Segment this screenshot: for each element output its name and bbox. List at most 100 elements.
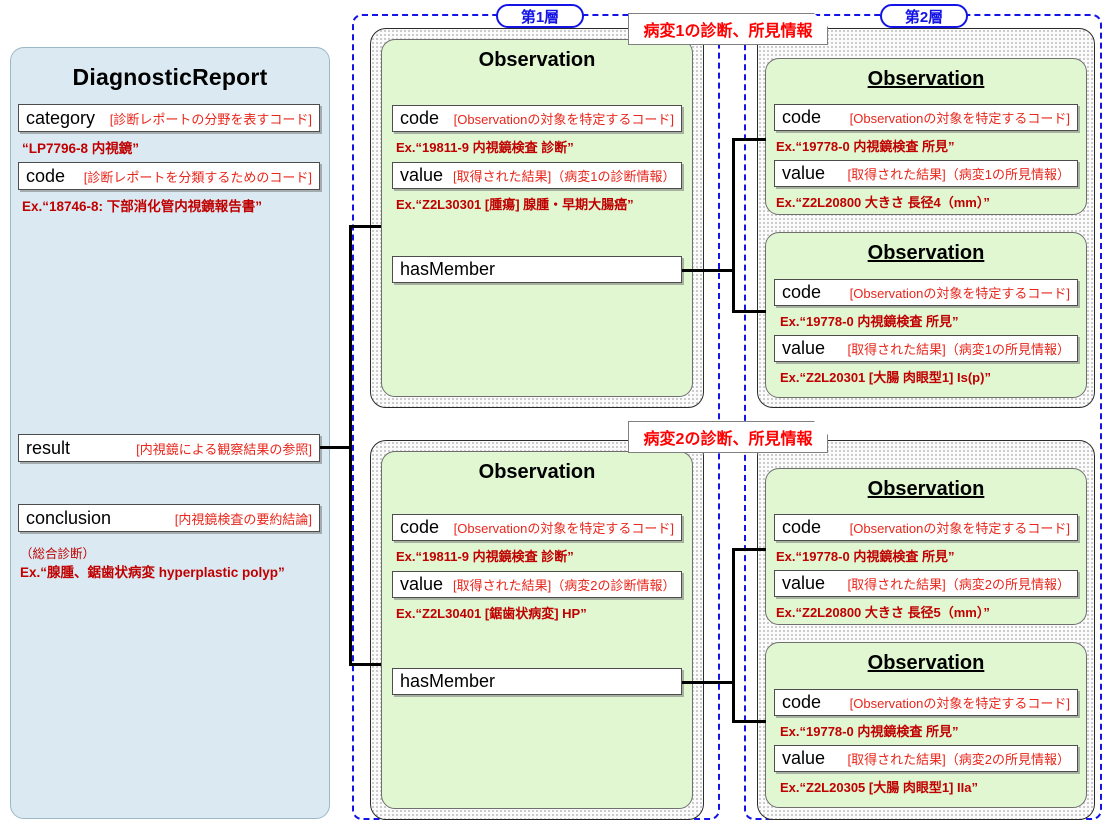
callout-lesion1: 病変1の診断、所見情報	[628, 13, 828, 45]
connector-result-to-l1-lesion1	[349, 225, 381, 228]
field-l2c-code-example: Ex.“19778-0 内視鏡検査 所見”	[776, 549, 955, 564]
field-l2a-value-example: Ex.“Z2L20800 大きさ 長径4（mm）”	[776, 195, 990, 210]
field-l2d-value-example: Ex.“Z2L20305 [大腸 肉眼型1] IIa”	[780, 780, 978, 795]
observation-card-l2-d: Observation	[765, 642, 1087, 808]
field-l1l2-value-example: Ex.“Z2L30401 [鋸歯状病変] HP”	[396, 606, 587, 621]
field-conclusion-desc: [内視鏡検査の要約結論]	[174, 511, 312, 527]
observation-title-l2-d: Observation	[867, 652, 985, 674]
callout-lesion1-text: 病変1の診断、所見情報	[643, 23, 813, 40]
field-l1l2-value[interactable]: value [取得された結果]（病変2の診断情報）	[392, 571, 682, 598]
field-l2d-value[interactable]: value [取得された結果]（病変2の所見情報）	[774, 745, 1078, 772]
field-l2c-code[interactable]: code [Observationの対象を特定するコード]	[774, 514, 1078, 541]
page-title: DiagnosticReport	[72, 64, 268, 90]
field-l1l1-value-example: Ex.“Z2L30301 [腫瘍] 腺腫・早期大腸癌”	[396, 197, 634, 212]
field-conclusion[interactable]: conclusion [内視鏡検査の要約結論]	[18, 504, 320, 532]
connector-hasmember1-stub	[682, 269, 734, 272]
callout-lesion2-text: 病変2の診断、所見情報	[643, 431, 813, 448]
field-l2c-value-name: value	[782, 573, 826, 593]
layer2-label-text: 第2層	[904, 8, 944, 26]
layer1-label-text: 第1層	[520, 8, 560, 26]
connector-result-trunk	[349, 225, 352, 665]
field-l1l1-hasmember-name: hasMember	[400, 259, 496, 279]
field-l2a-code[interactable]: code [Observationの対象を特定するコード]	[774, 104, 1078, 131]
field-l2c-value[interactable]: value [取得された結果]（病変2の所見情報）	[774, 570, 1078, 597]
observation-title-l2-a: Observation	[867, 68, 985, 90]
field-l2a-value-desc: [取得された結果]（病変1の所見情報）	[847, 167, 1070, 182]
connector-hasmember1-to-l2b	[732, 310, 766, 313]
field-result-name: result	[26, 437, 71, 458]
field-l1l2-value-desc: [取得された結果]（病変2の診断情報）	[453, 578, 676, 593]
field-l2b-code-example: Ex.“19778-0 内視鏡検査 所見”	[780, 314, 959, 329]
field-category[interactable]: category [診断レポートの分野を表すコード]	[18, 104, 320, 132]
field-l2b-value[interactable]: value [取得された結果]（病変1の所見情報）	[774, 335, 1078, 362]
field-l1l1-value[interactable]: value [取得された結果]（病変1の診断情報）	[392, 162, 682, 189]
field-code-name: code	[26, 165, 66, 186]
field-l2b-value-desc: [取得された結果]（病変1の所見情報）	[847, 342, 1070, 357]
field-l2b-code-name: code	[782, 282, 822, 302]
field-code[interactable]: code [診断レポートを分類するためのコード]	[18, 162, 320, 190]
connector-result-stub	[320, 446, 352, 449]
field-l1l1-code[interactable]: code [Observationの対象を特定するコード]	[392, 105, 682, 132]
field-l2b-value-name: value	[782, 338, 826, 358]
field-l1l1-value-desc: [取得された結果]（病変1の診断情報）	[453, 169, 676, 184]
observation-card-l1-lesion1: Observation	[381, 39, 693, 397]
field-conclusion-note: （総合診断）	[20, 547, 96, 561]
field-l2b-code-desc: [Observationの対象を特定するコード]	[849, 286, 1070, 301]
field-l2d-value-desc: [取得された結果]（病変2の所見情報）	[847, 752, 1070, 767]
connector-hasmember1-trunk	[732, 138, 735, 312]
connector-hasmember2-trunk	[732, 548, 735, 722]
connector-hasmember2-to-l2d	[732, 720, 766, 723]
field-l2b-code[interactable]: code [Observationの対象を特定するコード]	[774, 279, 1078, 306]
field-l2d-code-name: code	[782, 692, 822, 712]
observation-card-l1-lesion2: Observation	[381, 451, 693, 809]
field-l1l2-code-example: Ex.“19811-9 内視鏡検査 診断”	[396, 549, 574, 564]
field-l1l2-value-name: value	[400, 574, 444, 594]
field-l2d-code-desc: [Observationの対象を特定するコード]	[849, 696, 1070, 711]
field-l1l1-code-name: code	[400, 108, 440, 128]
field-l2c-code-name: code	[782, 517, 822, 537]
field-result[interactable]: result [内視鏡による観察結果の参照]	[18, 434, 320, 462]
callout-lesion2: 病変2の診断、所見情報	[628, 421, 828, 453]
field-conclusion-name: conclusion	[26, 507, 112, 528]
field-category-name: category	[26, 107, 96, 128]
field-l2a-code-example: Ex.“19778-0 内視鏡検査 所見”	[776, 139, 955, 154]
field-l2c-value-example: Ex.“Z2L20800 大きさ 長径5（mm）”	[776, 605, 990, 620]
observation-title-l1-lesion1: Observation	[478, 49, 596, 71]
field-l2d-code-example: Ex.“19778-0 内視鏡検査 所見”	[780, 724, 959, 739]
field-l1l2-code-desc: [Observationの対象を特定するコード]	[453, 521, 674, 536]
field-category-example: “LP7796-8 内視鏡”	[22, 141, 140, 156]
connector-result-to-l1-lesion2	[349, 663, 381, 666]
field-l1l2-code-name: code	[400, 517, 440, 537]
layer1-label: 第1層	[496, 4, 584, 28]
field-l2a-code-desc: [Observationの対象を特定するコード]	[849, 111, 1070, 126]
connector-hasmember1-to-l2a	[732, 138, 766, 141]
field-l2c-value-desc: [取得された結果]（病変2の所見情報）	[847, 577, 1070, 592]
field-code-example: Ex.“18746-8: 下部消化管内視鏡報告書”	[22, 199, 263, 214]
observation-card-l2-a: Observation	[765, 58, 1087, 215]
field-l2d-value-name: value	[782, 748, 826, 768]
field-l1l2-code[interactable]: code [Observationの対象を特定するコード]	[392, 514, 682, 541]
observation-card-l2-c: Observation	[765, 468, 1087, 625]
field-conclusion-example: Ex.“腺腫、鋸歯状病変 hyperplastic polyp”	[20, 565, 285, 580]
connector-hasmember2-stub	[682, 681, 734, 684]
field-l1l2-hasmember[interactable]: hasMember	[392, 668, 682, 695]
field-l1l2-hasmember-name: hasMember	[400, 671, 496, 691]
field-l1l1-value-name: value	[400, 165, 444, 185]
field-l2a-value[interactable]: value [取得された結果]（病変1の所見情報）	[774, 160, 1078, 187]
observation-title-l2-c: Observation	[867, 478, 985, 500]
field-l1l1-code-desc: [Observationの対象を特定するコード]	[453, 112, 674, 127]
field-l1l1-hasmember[interactable]: hasMember	[392, 256, 682, 283]
observation-card-l2-b: Observation	[765, 232, 1087, 398]
layer2-label: 第2層	[880, 4, 968, 28]
field-category-desc: [診断レポートの分野を表すコード]	[109, 111, 312, 127]
observation-title-l2-b: Observation	[867, 242, 985, 264]
field-code-desc: [診断レポートを分類するためのコード]	[83, 169, 312, 185]
field-l2d-code[interactable]: code [Observationの対象を特定するコード]	[774, 689, 1078, 716]
field-l2c-code-desc: [Observationの対象を特定するコード]	[849, 521, 1070, 536]
connector-hasmember2-to-l2c	[732, 548, 766, 551]
field-l2b-value-example: Ex.“Z2L20301 [大腸 肉眼型1] Is(p)”	[780, 370, 991, 385]
field-l1l1-code-example: Ex.“19811-9 内視鏡検査 診断”	[396, 140, 574, 155]
observation-title-l1-lesion2: Observation	[478, 461, 596, 483]
field-l2a-value-name: value	[782, 163, 826, 183]
